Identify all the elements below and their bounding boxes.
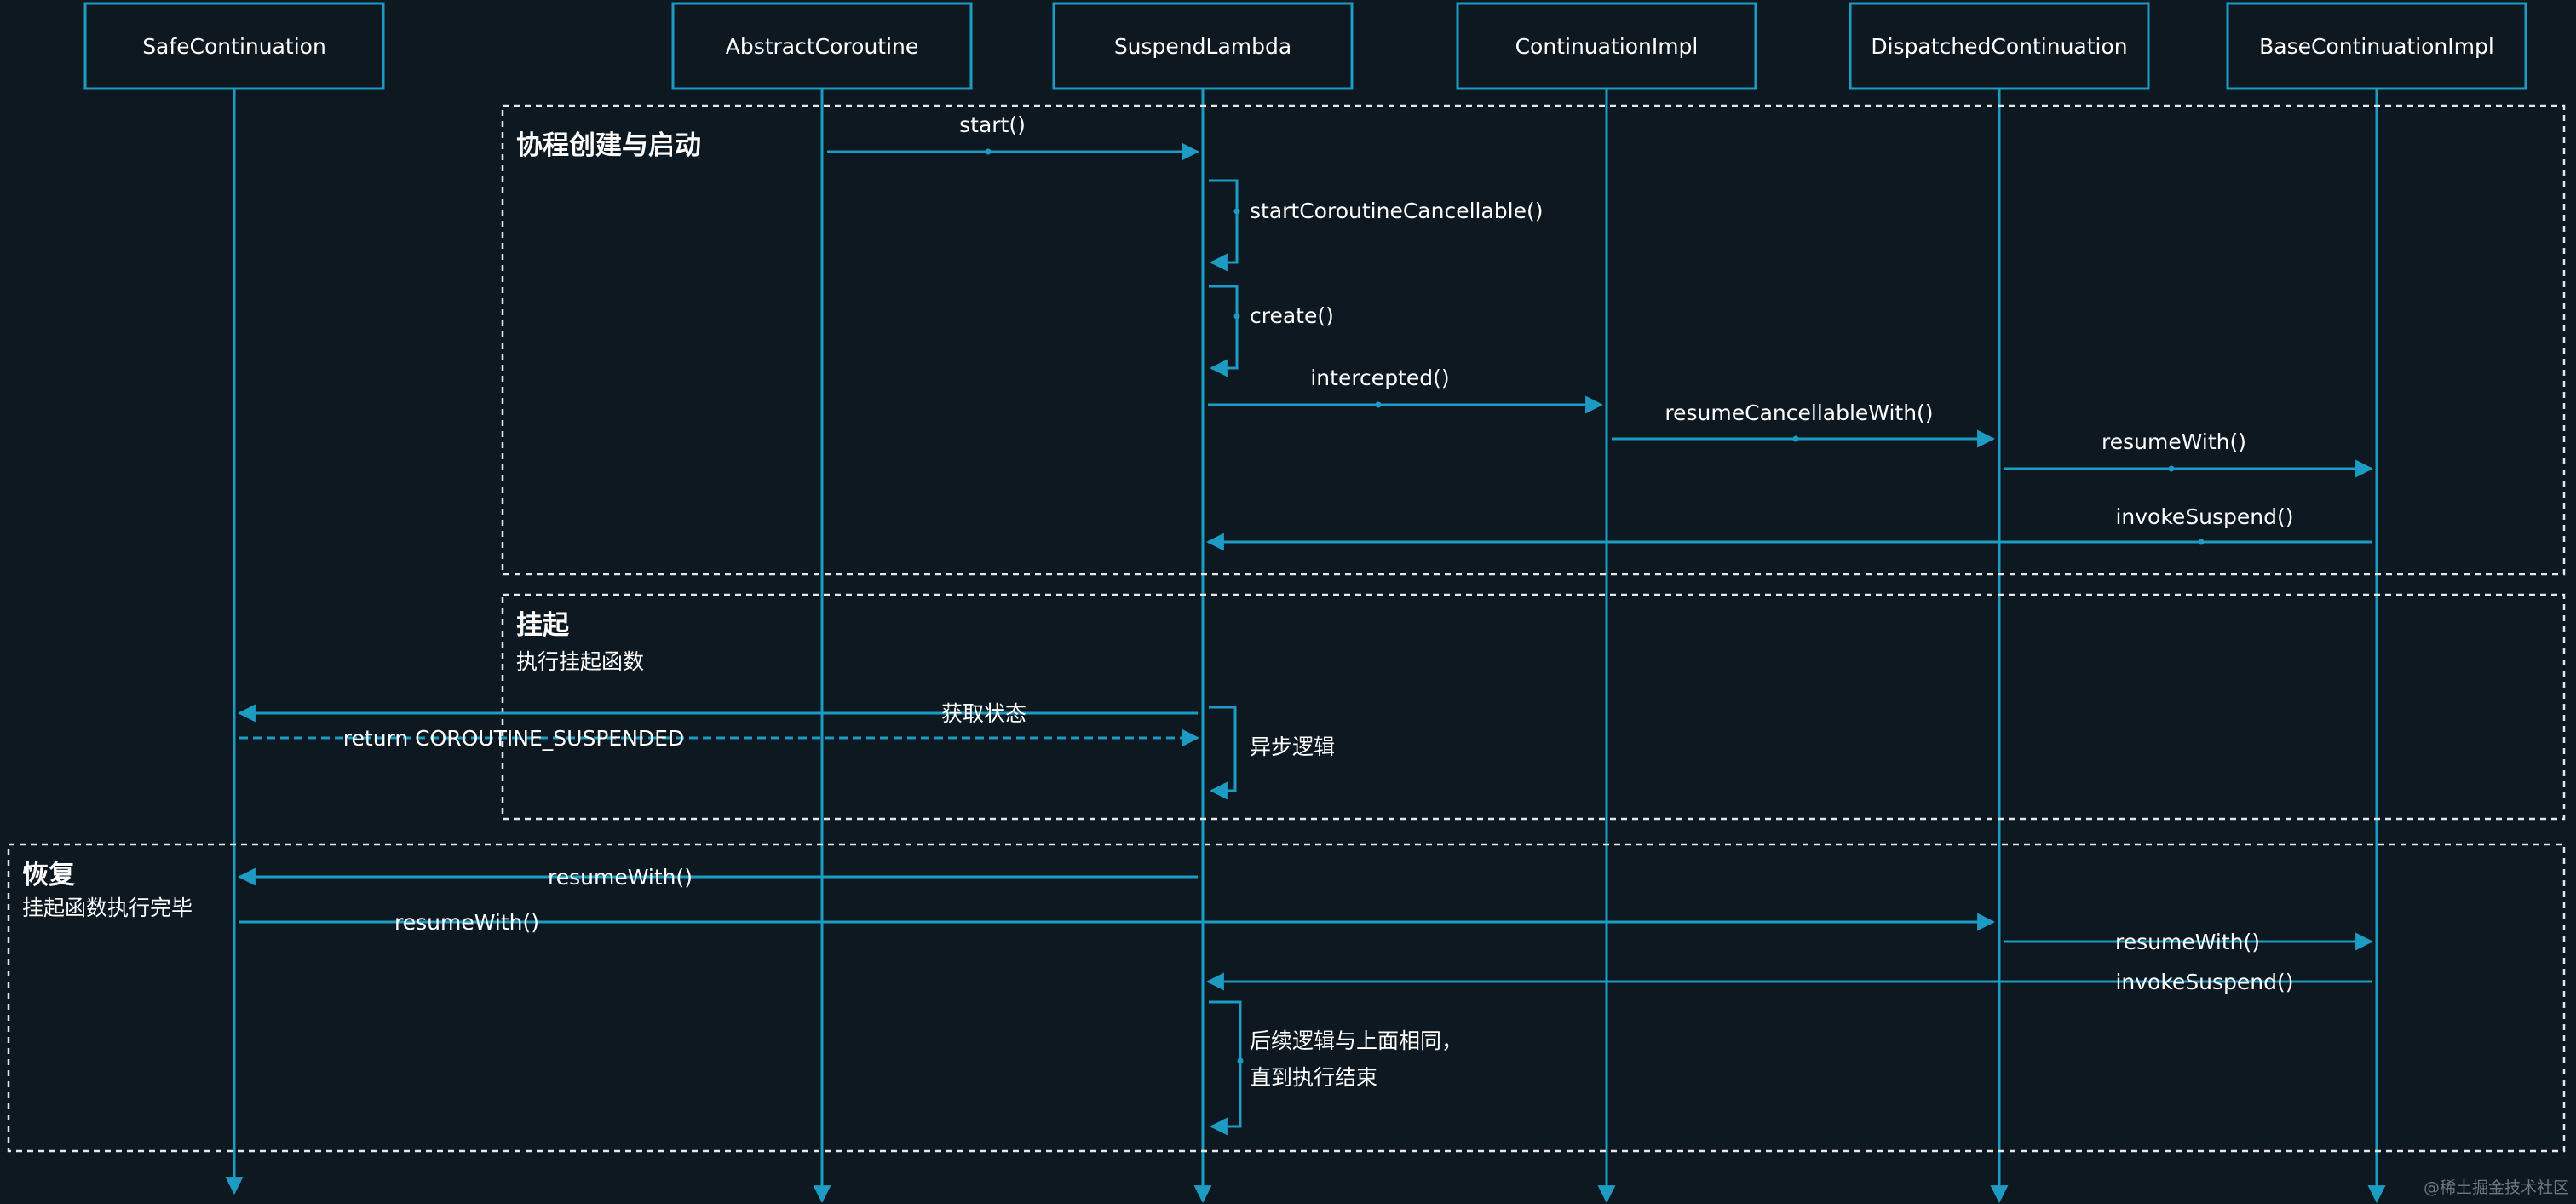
- message-invoke-suspend-2: invokeSuspend(): [1205, 970, 2372, 994]
- message-label: resumeWith(): [2102, 429, 2246, 454]
- message-label: resumeWith(): [394, 910, 539, 935]
- message-resume-cancellable-with: resumeCancellableWith(): [1612, 400, 1996, 448]
- message-label: invokeSuspend(): [2115, 970, 2293, 994]
- message-subsequent-logic: 后续逻辑与上面相同， 直到执行结束: [1209, 1000, 1463, 1136]
- participant-label: AbstractCoroutine: [726, 34, 919, 59]
- message-resume-with-safe-to-dispatched: resumeWith(): [239, 910, 1996, 935]
- message-label-line2: 直到执行结束: [1250, 1065, 1377, 1090]
- message-resume-with-dispatched-to-base-2: resumeWith(): [2004, 930, 2374, 954]
- participant-safe-continuation: SafeContinuation: [83, 2, 385, 90]
- participant-base-continuation-impl: BaseContinuationImpl: [2226, 2, 2527, 90]
- message-invoke-suspend: invokeSuspend(): [1205, 504, 2372, 551]
- message-label: return COROUTINE_SUSPENDED: [343, 726, 684, 751]
- message-async-logic: 异步逻辑: [1209, 706, 1335, 800]
- frame-create-start: 协程创建与启动: [501, 104, 2566, 576]
- watermark: @稀土掘金技术社区: [2424, 1178, 2569, 1197]
- frame-subtitle: 执行挂起函数: [516, 649, 644, 674]
- lifelines: [225, 89, 2386, 1204]
- message-label: intercepted(): [1310, 366, 1449, 390]
- message-label: 后续逻辑与上面相同，: [1250, 1028, 1463, 1053]
- message-label: invokeSuspend(): [2115, 504, 2293, 529]
- message-label: resumeCancellableWith(): [1665, 400, 1933, 425]
- message-create: create(): [1209, 285, 1334, 377]
- frame-title: 恢复: [22, 860, 75, 890]
- message-get-state: 获取状态: [237, 701, 1198, 726]
- frame-suspend: 挂起 执行挂起函数: [501, 593, 2566, 821]
- message-label: 异步逻辑: [1250, 734, 1335, 759]
- participant-abstract-coroutine: AbstractCoroutine: [671, 2, 973, 90]
- message-resume-with-dispatched-to-base: resumeWith(): [2004, 429, 2374, 478]
- message-label: resumeWith(): [548, 865, 693, 890]
- message-return-coroutine-suspended: return COROUTINE_SUSPENDED: [239, 726, 1200, 751]
- message-label: resumeWith(): [2115, 930, 2260, 954]
- participant-label: BaseContinuationImpl: [2259, 34, 2494, 59]
- message-label: create(): [1250, 303, 1334, 328]
- message-label: 获取状态: [941, 701, 1026, 726]
- participant-label: ContinuationImpl: [1515, 34, 1699, 59]
- participant-label: SuspendLambda: [1114, 34, 1291, 59]
- message-label: start(): [959, 112, 1026, 137]
- frame-subtitle: 挂起函数执行完毕: [22, 896, 193, 920]
- frame-title: 挂起: [516, 610, 570, 641]
- participant-continuation-impl: ContinuationImpl: [1456, 2, 1757, 90]
- frame-title: 协程创建与启动: [516, 130, 701, 161]
- message-start: start(): [827, 112, 1200, 161]
- participant-label: SafeContinuation: [142, 34, 326, 59]
- message-intercepted: intercepted(): [1208, 366, 1604, 414]
- participant-dispatched-continuation: DispatchedContinuation: [1849, 2, 2150, 90]
- frame-resume: 恢复 挂起函数执行完毕: [7, 843, 2566, 1153]
- participant-suspend-lambda: SuspendLambda: [1052, 2, 1354, 90]
- message-resume-with-lambda-to-safe: resumeWith(): [237, 865, 1198, 890]
- message-start-coroutine-cancellable: startCoroutineCancellable(): [1209, 179, 1543, 272]
- message-label: startCoroutineCancellable(): [1250, 199, 1543, 223]
- participant-label: DispatchedContinuation: [1871, 34, 2127, 59]
